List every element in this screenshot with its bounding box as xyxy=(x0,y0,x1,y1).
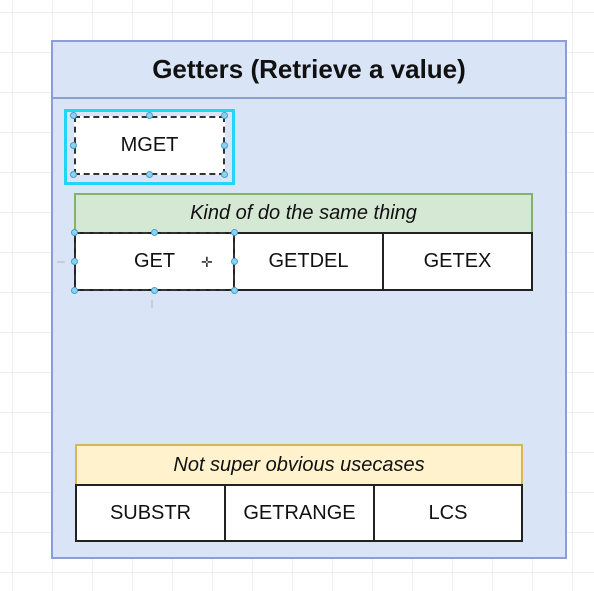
lcs-box[interactable]: LCS xyxy=(373,484,523,542)
resize-handle-ml[interactable] xyxy=(70,142,77,149)
same-group-header-label: Kind of do the same thing xyxy=(190,202,417,224)
other-group-header[interactable]: Not super obvious usecases xyxy=(75,444,523,486)
getex-label: GETEX xyxy=(423,250,492,272)
resize-handle-bm[interactable] xyxy=(146,171,153,178)
lcs-label: LCS xyxy=(428,501,468,524)
getdel-box[interactable]: GETDEL xyxy=(233,232,384,291)
get-handle-bl[interactable] xyxy=(71,287,78,294)
other-group-header-label: Not super obvious usecases xyxy=(173,453,425,476)
get-label: GET xyxy=(133,250,176,272)
get-handle-tm[interactable] xyxy=(151,229,158,236)
getrange-label: GETRANGE xyxy=(243,501,356,524)
get-connect-hint-left xyxy=(57,261,65,263)
same-group-header[interactable]: Kind of do the same thing xyxy=(74,193,533,234)
get-handle-br[interactable] xyxy=(231,287,238,294)
substr-label: SUBSTR xyxy=(109,501,192,524)
mget-box[interactable]: MGET xyxy=(74,116,225,175)
get-handle-bm[interactable] xyxy=(151,287,158,294)
resize-handle-tr[interactable] xyxy=(221,112,228,119)
resize-handle-mr[interactable] xyxy=(221,142,228,149)
mget-label: MGET xyxy=(120,134,179,156)
resize-handle-bl[interactable] xyxy=(70,171,77,178)
panel-title: Getters (Retrieve a value) xyxy=(51,40,567,99)
getex-box[interactable]: GETEX xyxy=(382,232,533,291)
selection-outline xyxy=(64,109,235,185)
resize-handle-tm[interactable] xyxy=(146,112,153,119)
resize-handle-tl[interactable] xyxy=(70,112,77,119)
get-handle-tl[interactable] xyxy=(71,229,78,236)
getrange-box[interactable]: GETRANGE xyxy=(224,484,375,542)
resize-handle-br[interactable] xyxy=(221,171,228,178)
get-handle-mr[interactable] xyxy=(231,258,238,265)
get-handle-tr[interactable] xyxy=(231,229,238,236)
plus-cursor-icon: ✛ xyxy=(201,254,213,270)
get-connect-hint-bottom xyxy=(151,300,153,308)
get-handle-ml[interactable] xyxy=(71,258,78,265)
getdel-label: GETDEL xyxy=(268,250,349,272)
substr-box[interactable]: SUBSTR xyxy=(75,484,226,542)
